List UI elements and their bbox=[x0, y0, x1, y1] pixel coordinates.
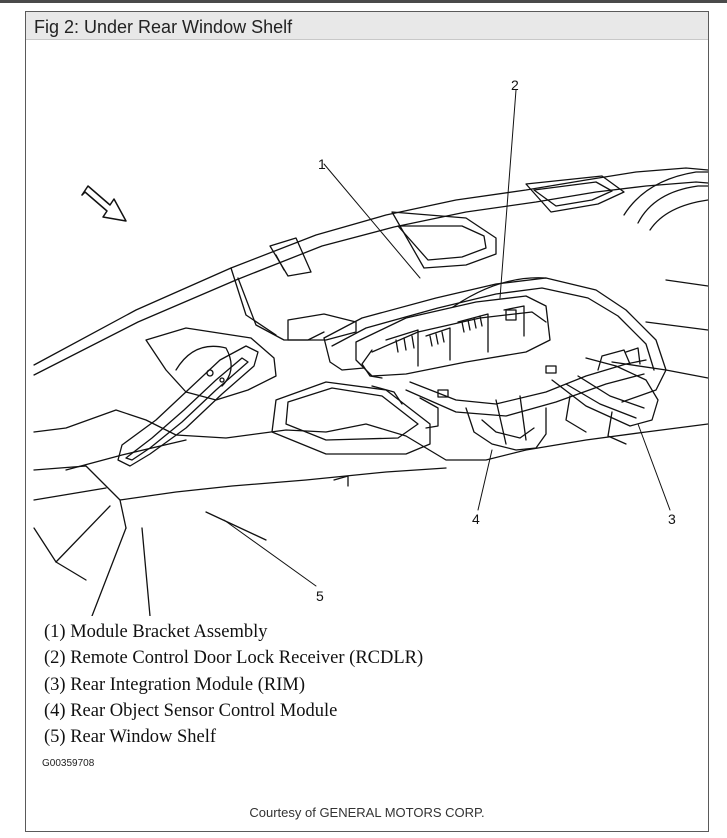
legend-item: (4) Rear Object Sensor Control Module bbox=[44, 700, 338, 721]
leader-lines bbox=[223, 89, 671, 587]
shelf-recess bbox=[271, 381, 431, 487]
callout-3: 3 bbox=[668, 511, 676, 527]
figure-panel: Fig 2: Under Rear Window Shelf bbox=[25, 11, 709, 832]
callout-2: 2 bbox=[511, 77, 519, 93]
figure-caption: Fig 2: Under Rear Window Shelf bbox=[34, 17, 293, 37]
forward-arrow-icon bbox=[81, 185, 127, 222]
legend-item: (2) Remote Control Door Lock Receiver (R… bbox=[44, 648, 424, 669]
legend-item: (1) Module Bracket Assembly bbox=[44, 622, 268, 642]
figure-code: G00359708 bbox=[42, 758, 95, 769]
legend-item: (5) Rear Window Shelf bbox=[44, 727, 217, 748]
shelf-handle bbox=[117, 345, 259, 467]
legend-item: (3) Rear Integration Module (RIM) bbox=[44, 674, 305, 695]
callout-4: 4 bbox=[472, 511, 480, 527]
module-bracket-assembly bbox=[323, 277, 667, 403]
caption-bar: Fig 2: Under Rear Window Shelf bbox=[26, 12, 708, 40]
component-legend: (1) Module Bracket Assembly (2) Remote C… bbox=[44, 619, 423, 750]
window-top-edge bbox=[0, 0, 727, 3]
module-stack bbox=[355, 295, 659, 451]
shelf-illustration: 1 2 3 4 5 bbox=[33, 77, 708, 616]
callout-5: 5 bbox=[316, 588, 324, 604]
courtesy-credit: Courtesy of GENERAL MOTORS CORP. bbox=[249, 805, 485, 820]
window-shelf-outline bbox=[33, 167, 708, 616]
callout-1: 1 bbox=[318, 156, 326, 172]
